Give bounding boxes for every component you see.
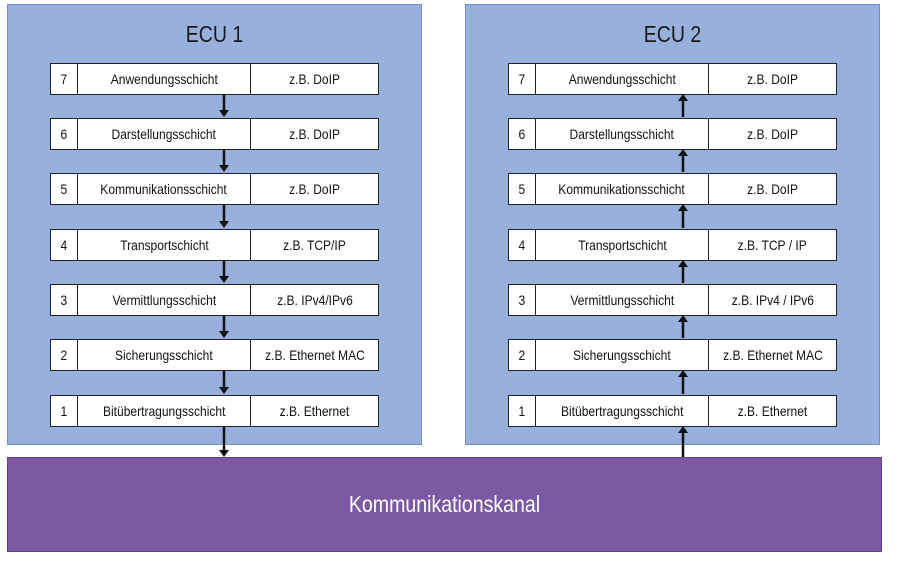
layer-name: Sicherungsschicht: [115, 347, 213, 363]
ecu-2-layer-1: 1 Bitübertragungsschicht z.B. Ethernet: [508, 395, 837, 427]
ecu-2-layer-4: 4 Transportschicht z.B. TCP / IP: [508, 229, 837, 261]
ecu-1-flow-arrow: [219, 315, 229, 338]
layer-name: Anwendungsschicht: [110, 71, 218, 87]
ecu-1-layer-7: 7 Anwendungsschicht z.B. DoIP: [50, 63, 379, 95]
ecu-1-layer-6: 6 Darstellungsschicht z.B. DoIP: [50, 118, 379, 150]
layer-example: z.B. DoIP: [747, 181, 798, 197]
layer-example: z.B. IPv4/IPv6: [276, 292, 353, 308]
layer-example: z.B. Ethernet: [279, 403, 350, 419]
ecu-2-layer-5: 5 Kommunikationsschicht z.B. DoIP: [508, 173, 837, 205]
ecu-1-layer-3: 3 Vermittlungsschicht z.B. IPv4/IPv6: [50, 284, 379, 316]
layer-example: z.B. TCP/IP: [283, 237, 346, 253]
ecu-2-layer-2: 2 Sicherungsschicht z.B. Ethernet MAC: [508, 339, 837, 371]
ecu-1-flow-arrow: [219, 260, 229, 283]
ecu-1-box: ECU 1 7 Anwendungsschicht z.B. DoIP 6 Da…: [7, 4, 422, 445]
layer-name: Vermittlungsschicht: [570, 292, 674, 308]
ecu-1-layer-1: 1 Bitübertragungsschicht z.B. Ethernet: [50, 395, 379, 427]
layer-number: 3: [60, 292, 68, 308]
layer-number: 1: [60, 403, 68, 419]
ecu-1-flow-arrow: [219, 149, 229, 172]
layer-number: 2: [518, 347, 526, 363]
layer-number: 5: [518, 181, 526, 197]
ecu-1-layer-2: 2 Sicherungsschicht z.B. Ethernet MAC: [50, 339, 379, 371]
ecu-2-layer-6: 6 Darstellungsschicht z.B. DoIP: [508, 118, 837, 150]
layer-number: 6: [60, 126, 68, 142]
layer-name: Darstellungsschicht: [111, 126, 217, 142]
layer-example: z.B. DoIP: [289, 71, 340, 87]
ecu-2-flow-arrow: [678, 260, 688, 283]
ecu-2-flow-arrow: [678, 204, 688, 228]
layer-number: 6: [518, 126, 526, 142]
layer-name: Bitübertragungsschicht: [560, 403, 684, 419]
layer-name: Transportschicht: [577, 237, 667, 253]
ecu-1-layer-5: 5 Kommunikationsschicht z.B. DoIP: [50, 173, 379, 205]
ecu-1-flow-arrow: [219, 370, 229, 394]
ecu-2-channel-arrow: [678, 426, 688, 457]
layer-example: z.B. DoIP: [289, 126, 340, 142]
layer-number: 5: [60, 181, 68, 197]
ecu-1-layer-4: 4 Transportschicht z.B. TCP/IP: [50, 229, 379, 261]
ecu-1-channel-arrow: [219, 426, 229, 457]
layer-number: 3: [518, 292, 526, 308]
layer-example: z.B. Ethernet MAC: [722, 347, 823, 363]
layer-name: Sicherungsschicht: [573, 347, 671, 363]
layer-number: 4: [518, 237, 526, 253]
ecu-2-layer-3: 3 Vermittlungsschicht z.B. IPv4 / IPv6: [508, 284, 837, 316]
layer-name: Bitübertragungsschicht: [102, 403, 226, 419]
layer-number: 7: [60, 71, 68, 87]
ecu-1-flow-arrow: [219, 94, 229, 117]
layer-number: 1: [518, 403, 526, 419]
layer-example: z.B. Ethernet MAC: [264, 347, 365, 363]
layer-number: 7: [518, 71, 526, 87]
layer-example: z.B. DoIP: [289, 181, 340, 197]
ecu-2-title: ECU 2: [643, 21, 702, 47]
layer-example: z.B. Ethernet: [737, 403, 808, 419]
layer-name: Vermittlungsschicht: [112, 292, 216, 308]
layer-name: Darstellungsschicht: [569, 126, 675, 142]
ecu-2-flow-arrow: [678, 315, 688, 338]
ecu-2-layer-7: 7 Anwendungsschicht z.B. DoIP: [508, 63, 837, 95]
layer-number: 4: [60, 237, 68, 253]
layer-name: Transportschicht: [119, 237, 209, 253]
ecu-2-box: ECU 2 7 Anwendungsschicht z.B. DoIP 6 Da…: [465, 4, 880, 445]
ecu-1-title: ECU 1: [185, 21, 244, 47]
ecu-2-flow-arrow: [678, 149, 688, 172]
layer-example: z.B. DoIP: [747, 126, 798, 142]
layer-example: z.B. TCP / IP: [737, 237, 808, 253]
ecu-2-flow-arrow: [678, 94, 688, 117]
layer-name: Anwendungsschicht: [568, 71, 676, 87]
layer-example: z.B. DoIP: [747, 71, 798, 87]
ecu-2-flow-arrow: [678, 370, 688, 394]
layer-name: Kommunikationsschicht: [558, 181, 686, 197]
layer-name: Kommunikationsschicht: [100, 181, 228, 197]
communication-channel: Kommunikationskanal: [7, 457, 882, 552]
ecu-1-flow-arrow: [219, 204, 229, 228]
layer-number: 2: [60, 347, 68, 363]
layer-example: z.B. IPv4 / IPv6: [731, 292, 814, 308]
channel-label: Kommunikationskanal: [348, 491, 541, 517]
